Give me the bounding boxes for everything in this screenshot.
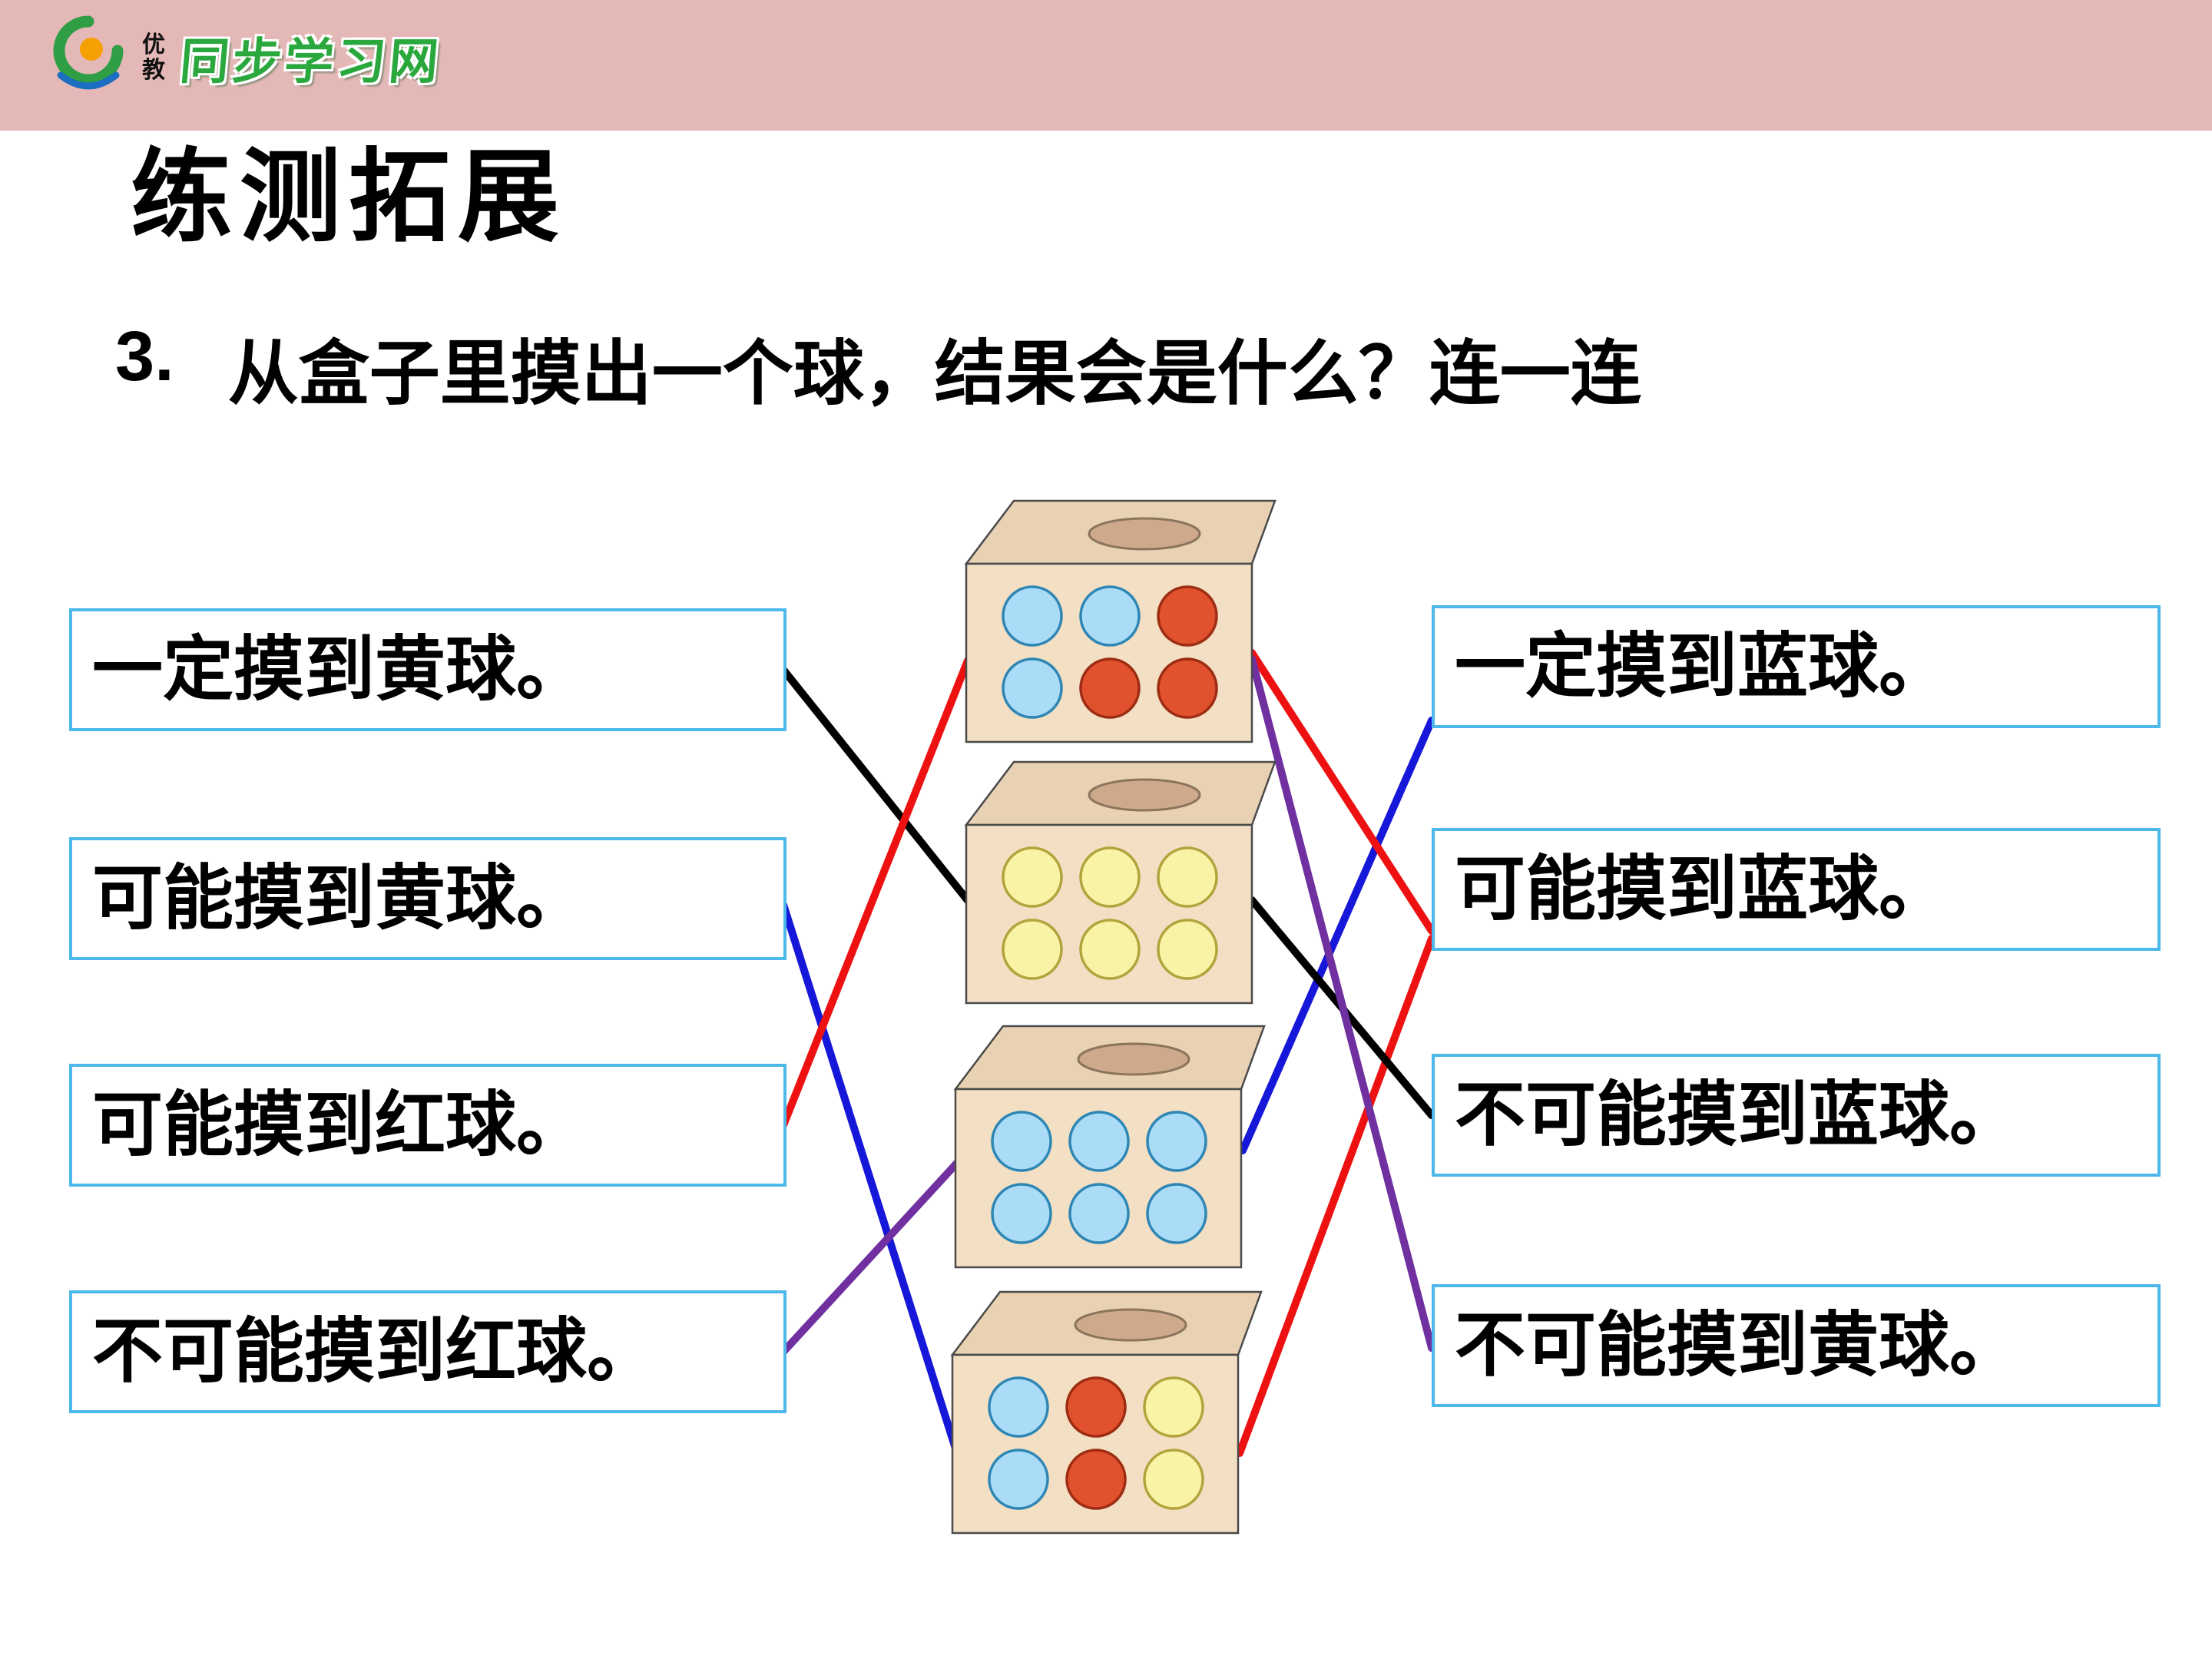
left-label-definitely-yellow: 一定摸到黄球。 — [69, 608, 786, 731]
question-line: 3. 从盒子里摸出一个球，结果会是什么？连一连 — [115, 316, 1641, 419]
ball-yellow — [1157, 846, 1218, 908]
question-text: 从盒子里摸出一个球，结果会是什么？连一连 — [227, 335, 1641, 413]
left-label-impossible-red: 不可能摸到红球。 — [69, 1290, 786, 1413]
ball-red — [1157, 585, 1218, 647]
ball-red — [1065, 1449, 1127, 1510]
connector-line — [780, 666, 973, 906]
connector-line — [1236, 935, 1435, 1457]
ball-yellow — [1157, 919, 1218, 980]
right-label-definitely-blue: 一定摸到蓝球。 — [1432, 605, 2161, 728]
ball-blue — [1068, 1183, 1130, 1244]
left-label-possibly-yellow: 可能摸到黄球。 — [69, 837, 786, 960]
box-blue-red — [964, 499, 1277, 743]
ball-red — [1157, 657, 1218, 719]
ball-blue — [991, 1183, 1052, 1244]
box-opening — [1077, 1042, 1190, 1076]
ball-yellow — [1002, 846, 1063, 908]
connector-line — [1248, 649, 1435, 935]
question-number: 3. — [115, 317, 174, 396]
ball-red — [1065, 1376, 1127, 1438]
ball-yellow — [1143, 1376, 1204, 1438]
ball-blue — [1079, 585, 1141, 647]
logo-small-text: 优教 — [142, 31, 167, 83]
connector-line — [1248, 655, 1435, 1352]
ball-blue — [1068, 1111, 1130, 1172]
ball-blue — [1146, 1111, 1207, 1172]
page-title: 练测拓展 — [131, 141, 567, 253]
ball-blue — [1002, 585, 1063, 647]
box-all-yellow — [964, 760, 1277, 1005]
ball-blue — [1002, 657, 1063, 719]
ball-yellow — [1143, 1449, 1204, 1510]
ball-yellow — [1002, 919, 1063, 980]
right-label-impossible-blue: 不可能摸到蓝球。 — [1432, 1054, 2161, 1177]
box-opening — [1088, 778, 1201, 812]
ball-blue — [988, 1376, 1049, 1438]
right-label-impossible-yellow: 不可能摸到黄球。 — [1432, 1284, 2161, 1407]
box-all-blue — [953, 1025, 1266, 1269]
ball-yellow — [1079, 846, 1141, 908]
connector-line — [780, 1157, 962, 1356]
ball-blue — [991, 1111, 1052, 1172]
ball-yellow — [1079, 919, 1141, 980]
box-opening — [1074, 1308, 1187, 1342]
box-mixed — [950, 1290, 1263, 1535]
ball-blue — [988, 1449, 1049, 1510]
right-label-possibly-blue: 可能摸到蓝球。 — [1432, 828, 2161, 951]
connector-line — [1239, 717, 1435, 1154]
logo-swirl-icon — [42, 9, 134, 105]
left-label-possibly-red: 可能摸到红球。 — [69, 1064, 786, 1187]
connector-line — [780, 657, 972, 1129]
ball-red — [1079, 657, 1141, 719]
header-bar: 优教 同步学习网 — [0, 0, 2212, 131]
logo: 优教 同步学习网 — [42, 9, 444, 105]
ball-blue — [1146, 1183, 1207, 1244]
box-opening — [1088, 517, 1201, 551]
connector-line — [780, 901, 961, 1457]
